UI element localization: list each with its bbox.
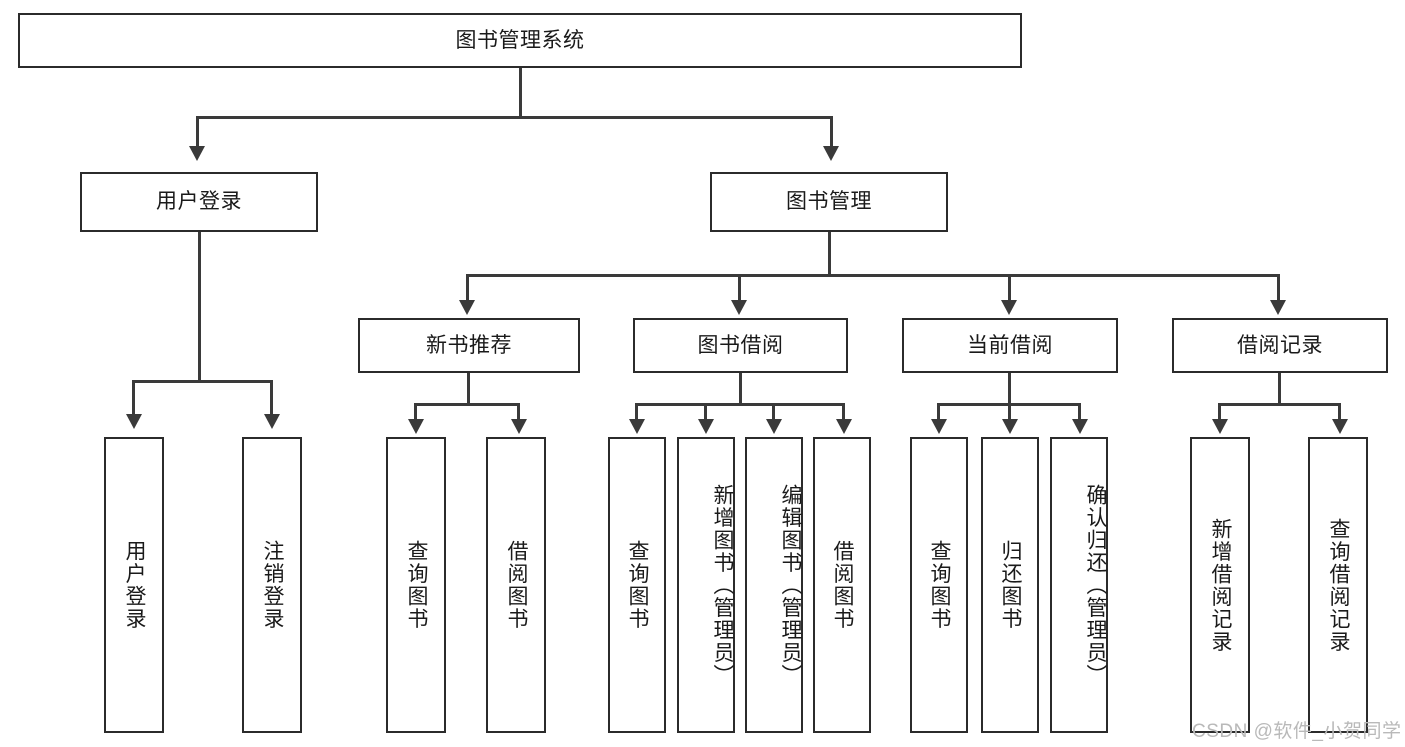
arrowhead-bookborrow-to-edit [766, 419, 782, 434]
leaf-query-book-recommend[interactable]: 查询图书 [386, 437, 446, 733]
csdn-watermark: CSDN @软件_小贺同学 [1192, 721, 1402, 742]
node-label: 图书管理 [786, 190, 872, 214]
arrowhead-bookborrow-to-borrowbook [836, 419, 852, 434]
edge-currentborrow-stem [1008, 373, 1011, 405]
edge-currentborrow-to-query [937, 403, 940, 421]
leaf-edit-book-admin[interactable]: 编辑图书（管理员） [745, 437, 803, 733]
edge-records-stem [1278, 373, 1281, 405]
edge-bookborrow-stem [739, 373, 742, 405]
arrowhead-newbook-to-borrow [511, 419, 527, 434]
node-label: 图书借阅 [697, 333, 784, 357]
edge-newbook-to-borrow [517, 403, 520, 421]
edge-root-to-login [196, 116, 199, 148]
arrowhead-bookborrow-to-query [629, 419, 645, 434]
leaf-return-book[interactable]: 归还图书 [981, 437, 1039, 733]
arrowhead-to-newbook [459, 300, 475, 315]
node-book-borrow[interactable]: 图书借阅 [633, 318, 848, 373]
arrowhead-login-to-logout [264, 414, 280, 429]
arrowhead-to-bookmgmt [823, 146, 839, 161]
edge-root-to-bookmgmt [830, 116, 833, 148]
arrowhead-to-login [189, 146, 205, 161]
edge-bookborrow-to-edit [772, 403, 775, 421]
edge-login-to-logout [270, 380, 273, 416]
node-label: 新增图书（管理员） [711, 483, 734, 687]
node-new-book-recommend[interactable]: 新书推荐 [358, 318, 580, 373]
edge-login-bus [132, 380, 270, 383]
node-label: 新增借阅记录 [1209, 517, 1233, 653]
node-label: 确认归还（管理员） [1084, 483, 1107, 687]
arrowhead-newbook-to-query [408, 419, 424, 434]
node-label: 注销登录 [261, 540, 285, 630]
edge-login-to-userlogin [132, 380, 135, 416]
node-label: 查询借阅记录 [1327, 517, 1351, 653]
node-label: 查询图书 [928, 540, 952, 630]
leaf-confirm-return-admin[interactable]: 确认归还（管理员） [1050, 437, 1108, 733]
edge-bookmgmt-to-records [1277, 274, 1280, 302]
node-borrow-records[interactable]: 借阅记录 [1172, 318, 1388, 373]
arrowhead-records-to-query [1332, 419, 1348, 434]
edge-bookmgmt-to-newbook [466, 274, 469, 302]
leaf-query-book-borrow[interactable]: 查询图书 [608, 437, 666, 733]
arrowhead-currentborrow-to-return [1002, 419, 1018, 434]
node-label: 借阅记录 [1237, 333, 1323, 357]
leaf-add-book-admin[interactable]: 新增图书（管理员） [677, 437, 735, 733]
leaf-query-borrow-record[interactable]: 查询借阅记录 [1308, 437, 1368, 733]
edge-bookborrow-to-add [704, 403, 707, 421]
node-label: 当前借阅 [967, 333, 1053, 357]
node-label: 用户登录 [123, 540, 147, 630]
leaf-add-borrow-record[interactable]: 新增借阅记录 [1190, 437, 1250, 733]
edge-records-bus [1218, 403, 1340, 406]
edge-records-to-query [1338, 403, 1341, 421]
arrowhead-login-to-userlogin [126, 414, 142, 429]
arrowhead-records-to-add [1212, 419, 1228, 434]
leaf-borrow-book-recommend[interactable]: 借阅图书 [486, 437, 546, 733]
node-label: 图书管理系统 [455, 28, 585, 52]
node-label: 借阅图书 [505, 540, 529, 630]
node-label: 归还图书 [999, 540, 1023, 630]
edge-currentborrow-to-return [1008, 403, 1011, 421]
edge-bookborrow-to-query [635, 403, 638, 421]
node-label: 编辑图书（管理员） [779, 483, 802, 687]
node-label: 借阅图书 [831, 540, 855, 630]
arrowhead-currentborrow-to-query [931, 419, 947, 434]
leaf-borrow-book[interactable]: 借阅图书 [813, 437, 871, 733]
node-root-system[interactable]: 图书管理系统 [18, 13, 1022, 68]
edge-bookmgmt-to-current [1008, 274, 1011, 302]
arrowhead-to-current [1001, 300, 1017, 315]
edge-newbook-to-query [414, 403, 417, 421]
edge-root-stem [519, 68, 522, 118]
node-user-login[interactable]: 用户登录 [80, 172, 318, 232]
arrowhead-bookborrow-to-add [698, 419, 714, 434]
leaf-query-book-current[interactable]: 查询图书 [910, 437, 968, 733]
leaf-user-login[interactable]: 用户登录 [104, 437, 164, 733]
arrowhead-to-borrow [731, 300, 747, 315]
edge-bookborrow-to-borrowbook [842, 403, 845, 421]
edge-bookmgmt-bus [466, 274, 1280, 277]
edge-newbook-stem [467, 373, 470, 405]
edge-newbook-bus [414, 403, 520, 406]
leaf-logout[interactable]: 注销登录 [242, 437, 302, 733]
node-label: 用户登录 [156, 190, 242, 214]
node-label: 新书推荐 [426, 333, 512, 357]
arrowhead-to-records [1270, 300, 1286, 315]
edge-root-bus [196, 116, 833, 119]
arrowhead-currentborrow-to-confirm [1072, 419, 1088, 434]
edge-bookborrow-bus [635, 403, 845, 406]
node-current-borrow[interactable]: 当前借阅 [902, 318, 1118, 373]
edge-bookmgmt-to-borrow [738, 274, 741, 302]
node-book-management[interactable]: 图书管理 [710, 172, 948, 232]
edge-login-stem [198, 232, 201, 382]
edge-currentborrow-to-confirm [1078, 403, 1081, 421]
edge-bookmgmt-stem [828, 232, 831, 276]
node-label: 查询图书 [405, 540, 429, 630]
edge-records-to-add [1218, 403, 1221, 421]
node-label: 查询图书 [626, 540, 650, 630]
